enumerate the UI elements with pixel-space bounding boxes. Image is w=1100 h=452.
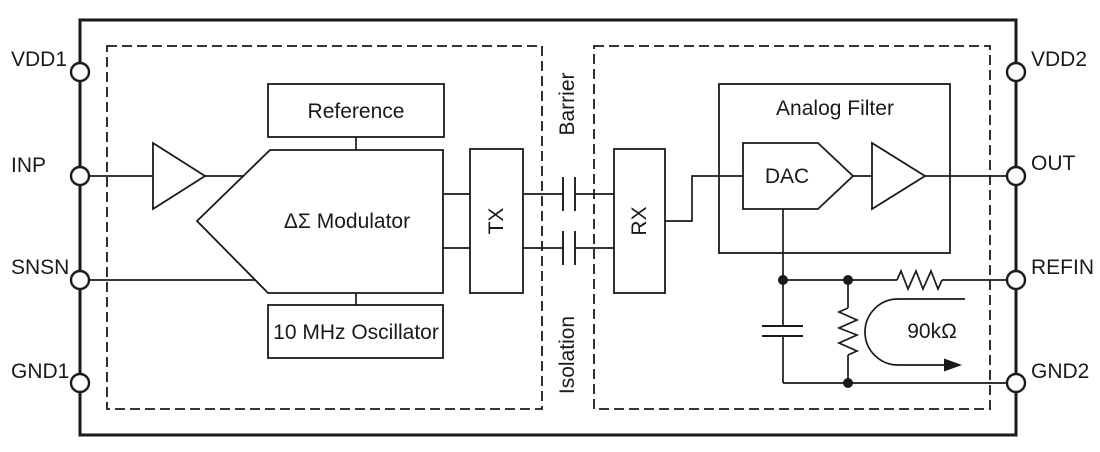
tx-label: TX	[485, 208, 508, 235]
isolation-capacitor-top	[562, 177, 576, 211]
oscillator-block	[267, 304, 444, 359]
refin-resistor	[896, 268, 943, 292]
rx-label: RX	[628, 206, 651, 235]
resistance-arrow	[864, 298, 965, 366]
pin-label-gnd1: GND1	[11, 360, 69, 383]
barrier-label: Barrier	[556, 72, 579, 135]
pin-label-vdd2: VDD2	[1031, 48, 1087, 71]
pin-label-out: OUT	[1031, 152, 1076, 175]
analog-filter-label: Analog Filter	[776, 97, 894, 120]
pin-label-vdd1: VDD1	[11, 48, 67, 71]
pin-circle-out	[1005, 165, 1027, 187]
pin-label-gnd2: GND2	[1031, 360, 1089, 383]
input-amplifier	[152, 141, 207, 211]
pin-label-refin: REFIN	[1031, 256, 1094, 279]
pin-circle-gnd1	[69, 372, 91, 394]
pin-label-inp: INP	[11, 154, 46, 177]
dac-label: DAC	[765, 165, 809, 188]
junction-dot	[778, 275, 788, 285]
tx-block	[469, 148, 524, 294]
dac-block	[742, 142, 855, 210]
pin-circle-snsn	[69, 269, 91, 291]
isolation-label: Isolation	[556, 316, 579, 394]
wires	[89, 137, 1007, 384]
modulator-label: ΔΣ Modulator	[284, 210, 410, 233]
filter-capacitor	[762, 325, 803, 337]
oscillator-label: 10 MHz Oscillator	[273, 321, 439, 344]
pin-circle-refin	[1005, 269, 1027, 291]
resistance-arrowhead	[944, 358, 962, 372]
pin-circle-vdd1	[69, 61, 91, 83]
pin-circle-gnd2	[1005, 372, 1027, 394]
filter-resistor	[836, 307, 860, 356]
isolation-capacitor-bottom	[562, 231, 576, 265]
rx-block	[613, 148, 666, 294]
resistance-label: 90kΩ	[907, 320, 957, 343]
wire	[665, 175, 743, 222]
pin-label-snsn: SNSN	[11, 256, 69, 279]
pin-circle-inp	[69, 165, 91, 187]
pin-circle-vdd2	[1005, 61, 1027, 83]
output-side-dashed-region	[593, 45, 991, 410]
junction-dot	[843, 275, 853, 285]
pin-circles	[69, 61, 1027, 394]
reference-label: Reference	[308, 100, 405, 123]
chip-outline	[78, 18, 1018, 437]
junction-dot	[843, 378, 853, 388]
input-side-dashed-region	[106, 45, 543, 410]
reference-block	[267, 83, 445, 138]
